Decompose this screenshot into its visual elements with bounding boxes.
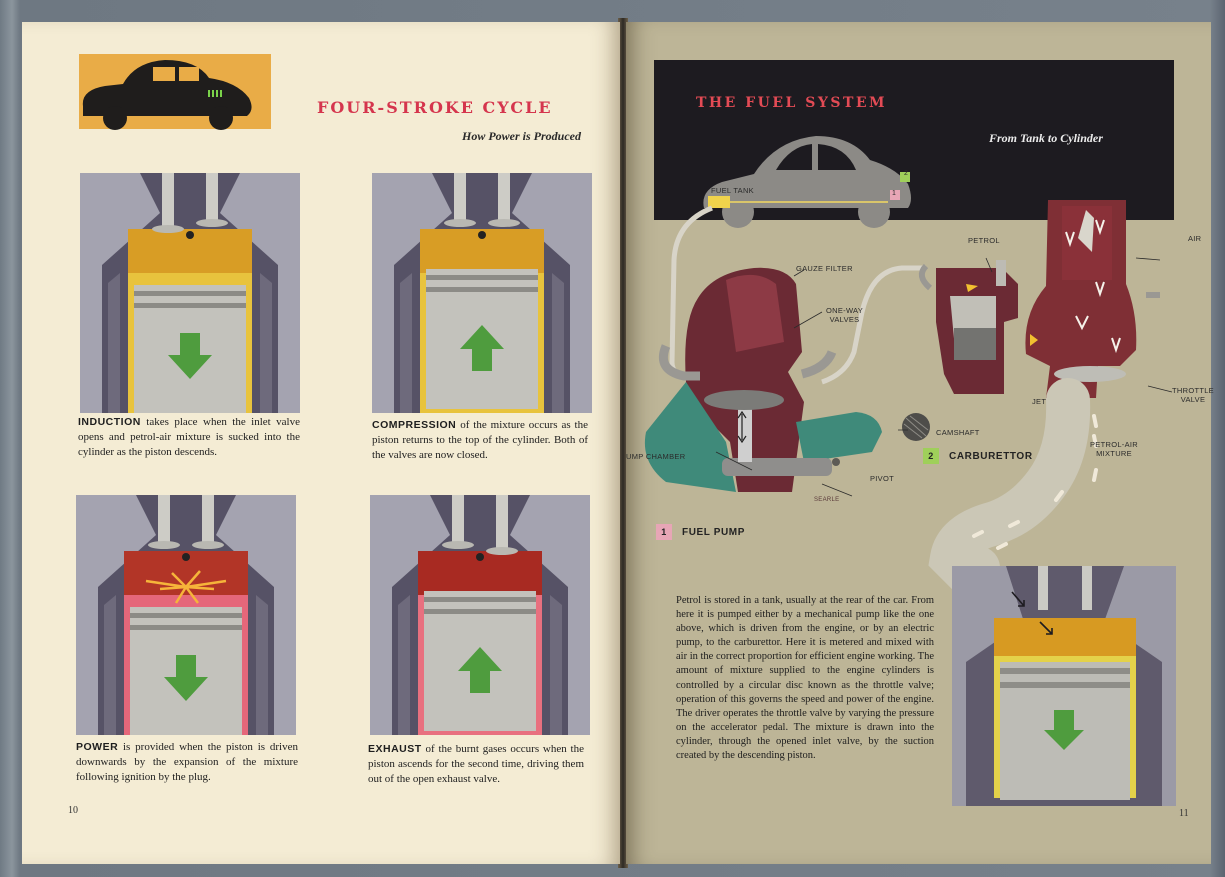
power-stroke-illustration [76, 495, 296, 735]
carburettor-number: 2 [923, 448, 939, 464]
caption-keyword: COMPRESSION [372, 419, 457, 431]
label-line: VALVE [1180, 395, 1206, 404]
carburettor-tag: 2 CARBURETTOR [923, 448, 1033, 464]
cylinder-illustration [952, 566, 1176, 806]
fuel-pump-number: 1 [656, 524, 672, 540]
camshaft-label: CAMSHAFT [936, 428, 980, 437]
engine-cylinder-icon [370, 495, 590, 735]
induction-stroke-illustration [80, 173, 300, 413]
compression-stroke-illustration [372, 173, 592, 413]
car-marker-2: 2 [904, 170, 909, 177]
compression-caption: COMPRESSION of the mixture occurs as the… [372, 418, 588, 463]
label-line: MIXTURE [1096, 449, 1132, 458]
engine-cylinder-icon [76, 495, 296, 735]
right-page: THE FUEL SYSTEM From Tank to Cylinder [626, 22, 1214, 864]
caption-keyword: INDUCTION [78, 416, 141, 428]
artist-signature: SEARLE [814, 497, 840, 503]
pump-chamber-label: UMP CHAMBER [626, 452, 686, 461]
label-line: PETROL-AIR [1090, 440, 1139, 449]
carburettor-illustration [918, 200, 1160, 398]
label-line: THROTTLE [1172, 386, 1214, 395]
caption-keyword: POWER [76, 741, 119, 753]
page-number: 10 [68, 805, 78, 816]
car-marker-1: 1 [892, 190, 897, 197]
fuel-system-diagram [644, 136, 1176, 806]
fuel-pump-tag: 1 FUEL PUMP [656, 524, 745, 540]
exhaust-stroke-illustration [370, 495, 590, 735]
fuel-pump-label: FUEL PUMP [682, 526, 745, 538]
fuel-tank-label: FUEL TANK [711, 186, 754, 195]
caption-keyword: EXHAUST [368, 743, 422, 755]
page-subtitle: How Power is Produced [462, 129, 581, 143]
car-silhouette-icon [82, 60, 252, 130]
left-page: FOUR-STROKE CYCLE How Power is Produced … [22, 22, 620, 864]
caption-text: takes place when the inlet valve opens a… [78, 416, 300, 458]
car-outline [703, 136, 911, 228]
carburettor-label: CARBURETTOR [949, 450, 1033, 462]
caption-text: of the mixture occurs as the piston retu… [372, 419, 588, 461]
engine-cylinder-icon [372, 173, 592, 413]
label-line: ONE-WAY [826, 306, 864, 315]
page-title: FOUR-STROKE CYCLE [317, 98, 553, 117]
jet-label: JET [1032, 397, 1047, 406]
page-title: THE FUEL SYSTEM [696, 95, 888, 111]
body-text: Petrol is stored in a tank, usually at t… [676, 595, 934, 762]
car-silhouette-badge [79, 54, 271, 130]
page-subtitle: From Tank to Cylinder [989, 131, 1103, 145]
air-label: AIR [1188, 234, 1202, 243]
gauze-filter-label: GAUZE FILTER [796, 264, 853, 273]
engine-cylinder-icon [80, 173, 300, 413]
induction-caption: INDUCTION takes place when the inlet val… [78, 415, 300, 460]
page-number: 11 [1179, 808, 1189, 819]
caption-text: of the burnt gases occurs when the pisto… [368, 743, 584, 785]
pivot-label: PIVOT [870, 474, 895, 483]
fuel-pump-illustration [644, 267, 882, 492]
power-caption: POWER is provided when the piston is dri… [76, 740, 298, 785]
petrol-label: PETROL [968, 236, 1000, 245]
label-line: VALVES [829, 315, 860, 324]
caption-text: is provided when the piston is driven do… [76, 741, 298, 783]
book-gutter [618, 18, 628, 868]
exhaust-caption: EXHAUST of the burnt gases occurs when t… [368, 742, 584, 787]
